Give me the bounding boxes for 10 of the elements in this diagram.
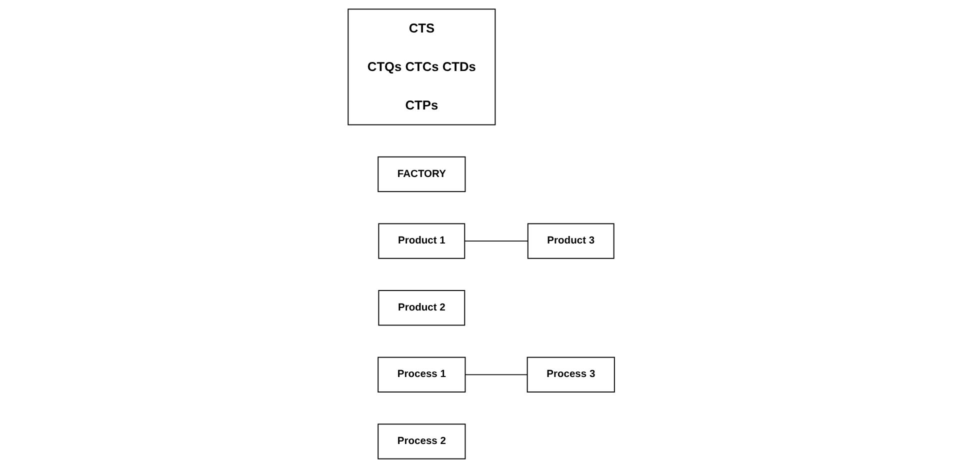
node-box: Process 3 (526, 356, 615, 392)
connector (464, 240, 528, 242)
node-box: CTS CTQs CTCs CTDs CTPs (347, 8, 496, 125)
node-box: Product 1 (378, 222, 465, 258)
node-box: Process 2 (377, 423, 466, 459)
node-box: Process 1 (377, 356, 466, 392)
node-box: Product 2 (378, 290, 465, 326)
node-box: FACTORY (377, 156, 466, 192)
node-box: Product 3 (527, 222, 614, 258)
connector (464, 374, 528, 375)
